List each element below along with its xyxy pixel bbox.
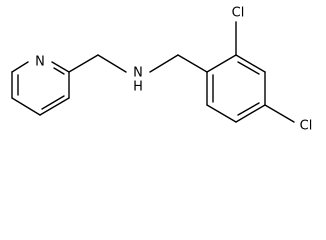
ring-double-bond (53, 67, 65, 75)
chain-bond (177, 54, 208, 73)
ortho-chlorine-label: Cl (232, 6, 245, 21)
ring-bond (11, 61, 29, 73)
ring-bond (206, 104, 237, 123)
chain-bond (68, 54, 99, 73)
ring-bond (11, 97, 41, 116)
ring-double-bond (41, 95, 65, 110)
pyridine-ring (11, 61, 70, 116)
chain-bond (97, 54, 127, 73)
ring-bond (39, 97, 70, 116)
ring-bond (235, 54, 266, 73)
chemical-structure-diagram: N N H Cl Cl (11, 5, 319, 135)
ring-bond (206, 54, 237, 73)
para-chlorine-label: Cl (300, 119, 313, 134)
chloro-bond (264, 104, 295, 123)
chain-bond (149, 54, 179, 73)
linker-chain (68, 54, 208, 73)
ring-bond (235, 104, 266, 123)
dichlorophenyl-ring (206, 21, 295, 123)
ring-double-bond (237, 102, 260, 116)
amine-hydrogen-label: H (133, 80, 143, 95)
structure-canvas: N N H Cl Cl (11, 5, 319, 135)
amine-nitrogen-label: N (133, 66, 143, 81)
atom-labels: N N H Cl Cl (31, 5, 319, 135)
ring-double-bond (237, 61, 260, 75)
ring-bond (51, 61, 70, 73)
pyridine-nitrogen-label: N (35, 55, 45, 70)
